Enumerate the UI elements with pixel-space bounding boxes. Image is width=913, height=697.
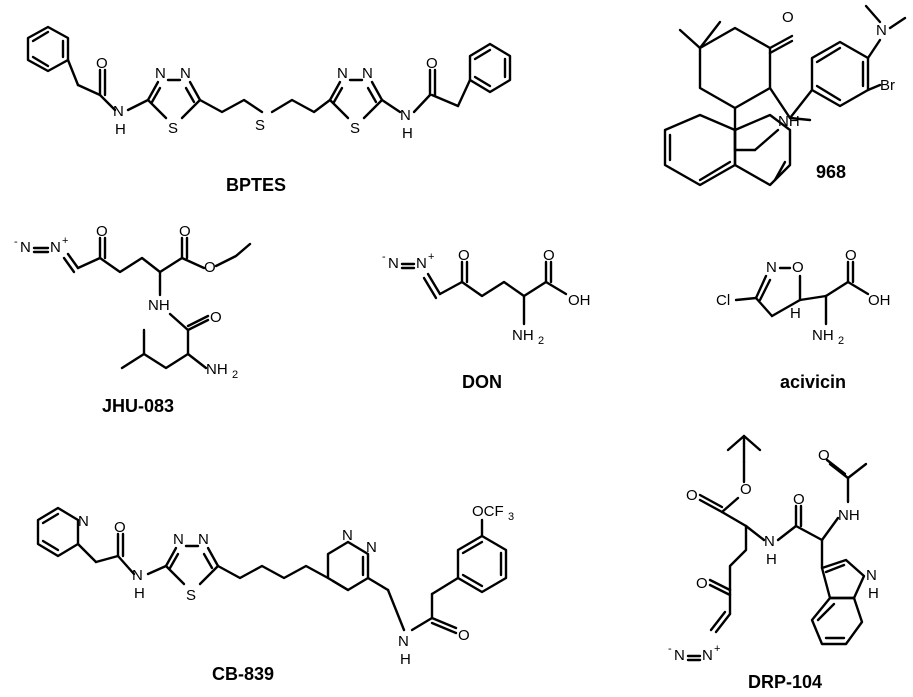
compound-name-acivicin: acivicin: [780, 372, 846, 392]
jhu-083-ketone-o: O: [96, 223, 108, 240]
acivicin-structure: Cl N O H O OH NH 2: [716, 247, 891, 347]
jhu-083-n-terminal: N: [20, 239, 31, 256]
acivicin-n: N: [766, 259, 777, 276]
bptes-nh-left: N: [113, 103, 124, 120]
bptes-o-right: O: [426, 55, 438, 72]
jhu-083-nh2-sub: 2: [232, 369, 238, 381]
acivicin-h: H: [790, 305, 801, 322]
acivicin-nh2: NH: [812, 327, 834, 344]
jhu-083-amide-o: O: [210, 309, 222, 326]
jhu-083-nh2: NH: [206, 361, 228, 378]
cb-839-ocf3-sub: 3: [508, 511, 514, 523]
drp-104-n-plus: N: [702, 647, 713, 664]
don-n-terminal: N: [388, 255, 399, 272]
cb-839-amide-o-left: O: [114, 519, 126, 536]
968-ketone-o: O: [782, 9, 794, 26]
acivicin-acid-o: O: [845, 247, 857, 264]
bptes-h-left: H: [115, 121, 126, 138]
bptes-s-right: S: [350, 120, 360, 137]
968-dimethylamino-n: N: [876, 22, 887, 39]
cb-839-n-left: N: [132, 567, 143, 584]
drp-104-carbonyl-o: O: [686, 487, 698, 504]
drp-104-h-left: H: [766, 551, 777, 568]
bptes-n1-left: N: [155, 65, 166, 82]
cb-839-amide-o-right: O: [458, 627, 470, 644]
acivicin-cl: Cl: [716, 292, 730, 309]
don-structure: - N N + O O OH NH 2: [382, 247, 591, 347]
cb-839-thiadiazole-s: S: [186, 587, 196, 604]
968-nh: NH: [778, 113, 800, 130]
jhu-083-n-plus: N: [50, 239, 61, 256]
968-br: Br: [880, 77, 895, 94]
drp-104-minus: -: [668, 643, 672, 655]
bptes-nh-right: N: [400, 107, 411, 124]
drp-104-indole-pyrrole: [820, 558, 866, 600]
jhu-083-ester-o2: O: [204, 259, 216, 276]
compound-name-bptes: BPTES: [226, 175, 286, 195]
drp-104-indole-benzene: [810, 596, 864, 646]
bptes-s-left: S: [168, 120, 178, 137]
cb-839-thiadiazole-n1: N: [173, 531, 184, 548]
cb-839-nh-right: N: [398, 633, 409, 650]
drp-104-ketone-o: O: [696, 575, 708, 592]
drp-104-nh-right: NH: [838, 507, 860, 524]
jhu-083-plus: +: [62, 235, 68, 247]
don-acid-o: O: [543, 247, 555, 264]
don-n-plus: N: [416, 255, 427, 272]
compound-name-968: 968: [816, 162, 846, 182]
acivicin-nh2-sub: 2: [838, 335, 844, 347]
don-nh2-sub: 2: [538, 335, 544, 347]
don-minus: -: [382, 251, 386, 263]
drp-104-indole-h: H: [868, 585, 879, 602]
don-nh2: NH: [512, 327, 534, 344]
bptes-n2-left: N: [180, 65, 191, 82]
968-aryl-ring: [810, 40, 870, 108]
acivicin-o-ring: O: [792, 259, 804, 276]
bptes-n2-right: N: [362, 65, 373, 82]
drp-104-indole-n: N: [866, 567, 877, 584]
cb-839-h-right: H: [400, 651, 411, 668]
compound-name-cb-839: CB-839: [212, 664, 274, 684]
cb-839-pyridazine-n1: N: [342, 527, 353, 544]
bptes-structure: O N H N N S S N N S N H O: [26, 25, 512, 142]
compound-name-drp-104: DRP-104: [748, 672, 822, 692]
compound-name-don: DON: [462, 372, 502, 392]
don-plus: +: [428, 251, 434, 263]
bptes-right-phenyl-ring: [468, 42, 512, 94]
compound-968-structure: O NH N Br: [663, 4, 907, 187]
cb-839-structure: N O N H N N S N N N H O: [36, 503, 514, 668]
cb-839-h-left: H: [134, 585, 145, 602]
acivicin-oh: OH: [868, 292, 891, 309]
drp-104-amide-o: O: [793, 491, 805, 508]
bptes-s-center: S: [255, 117, 265, 134]
jhu-083-structure: - N N + O O O NH O NH 2: [14, 223, 252, 381]
cb-839-phenyl-ring: [456, 534, 508, 594]
cb-839-pyridazine-n2: N: [366, 539, 377, 556]
drp-104-ester-o: O: [740, 481, 752, 498]
compound-name-jhu-083: JHU-083: [102, 396, 174, 416]
don-ketone-o: O: [458, 247, 470, 264]
cb-839-thiadiazole-n2: N: [198, 531, 209, 548]
jhu-083-minus: -: [14, 236, 18, 248]
bptes-h-right: H: [402, 125, 413, 142]
cb-839-pyridine-n: N: [78, 513, 89, 530]
bptes-o-left: O: [96, 55, 108, 72]
drp-104-structure: O O N H O NH O N H O: [668, 434, 879, 664]
jhu-083-ester-o: O: [179, 223, 191, 240]
cb-839-ocf3: OCF: [472, 503, 504, 520]
drp-104-plus: +: [714, 643, 720, 655]
drp-104-n-terminal: N: [674, 647, 685, 664]
drp-104-nh-left: N: [764, 533, 775, 550]
don-oh: OH: [568, 292, 591, 309]
drp-104-acetyl-o: O: [818, 447, 830, 464]
bptes-n1-right: N: [337, 65, 348, 82]
jhu-083-nh: NH: [148, 297, 170, 314]
